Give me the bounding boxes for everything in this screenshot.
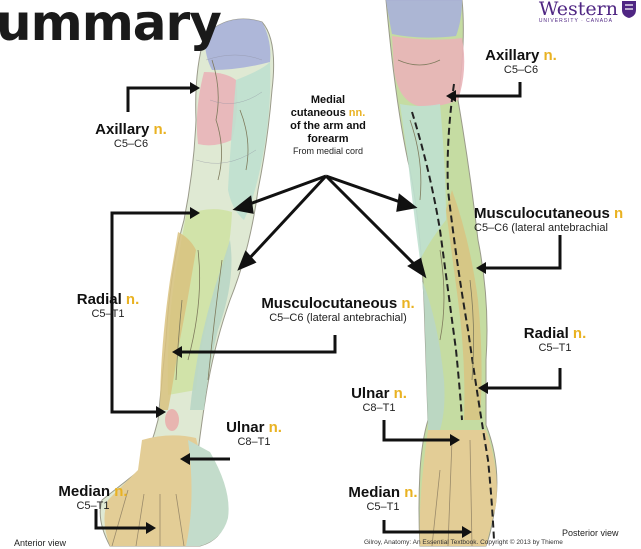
arrowheads bbox=[146, 82, 488, 538]
medial-nn: nn. bbox=[348, 107, 366, 119]
musculo-left-roots: C5–C6 (lateral antebrachial) bbox=[269, 312, 407, 324]
medial-line4: forearm bbox=[307, 133, 349, 145]
medial-line1: Medial bbox=[310, 94, 346, 106]
western-logo: Western UNIVERSITY · CANADA bbox=[539, 0, 637, 24]
axillary-right-n: n. bbox=[543, 47, 557, 64]
axillary-right-roots: C5–C6 bbox=[503, 64, 539, 76]
posterior-hand-region bbox=[419, 430, 497, 546]
ulnar-right-n: n. bbox=[393, 385, 407, 402]
medial-arrows bbox=[232, 174, 427, 279]
musculo-left-name: Musculocutaneous bbox=[261, 295, 398, 312]
pointer-musculo-left bbox=[178, 335, 337, 354]
pointer-radial-right bbox=[484, 368, 562, 390]
musculo-right-n: n bbox=[614, 206, 624, 222]
radial-right-n: n. bbox=[572, 325, 587, 342]
median-right-roots: C5–T1 bbox=[366, 501, 400, 513]
median-right-name: Median bbox=[348, 484, 401, 501]
pointer-median-right bbox=[382, 520, 466, 534]
ulnar-right-name: Ulnar bbox=[351, 385, 390, 402]
label-musculo-right: Musculocutaneous n C5–C6 (lateral antebr… bbox=[474, 206, 641, 235]
posterior-view-label: Posterior view bbox=[562, 528, 619, 538]
ulnar-left-name: Ulnar bbox=[226, 419, 265, 436]
label-musculo-left: Musculocutaneous n. C5–C6 (lateral anteb… bbox=[246, 296, 430, 325]
pointer-axillary-right bbox=[452, 82, 522, 98]
label-medial-cutaneous: Medial cutaneous nn. of the arm and fore… bbox=[280, 94, 376, 156]
median-left-name: Median bbox=[58, 483, 111, 500]
pointer-axillary-left bbox=[126, 86, 194, 112]
axillary-right-name: Axillary bbox=[485, 47, 540, 64]
axillary-left-n: n. bbox=[153, 121, 167, 138]
label-axillary-right: Axillary n. C5–C6 bbox=[476, 48, 566, 77]
ulnar-left-roots: C8–T1 bbox=[237, 436, 271, 448]
shield-icon bbox=[622, 1, 636, 18]
anterior-view-label: Anterior view bbox=[14, 538, 67, 548]
pointer-lines bbox=[94, 82, 562, 534]
radial-right-roots: C5–T1 bbox=[538, 342, 572, 354]
anterior-hand-ulnar-region bbox=[186, 440, 229, 546]
label-axillary-left: Axillary n. C5–C6 bbox=[86, 122, 176, 151]
label-ulnar-left: Ulnar n. C8–T1 bbox=[214, 420, 294, 449]
page-title: ummary bbox=[0, 0, 222, 52]
musculo-right-roots: C5–C6 (lateral antebrachial bbox=[474, 222, 608, 234]
anterior-medial-region bbox=[228, 62, 271, 220]
median-right-n: n. bbox=[404, 484, 418, 501]
musculo-right-name: Musculocutaneous bbox=[474, 206, 610, 222]
label-median-right: Median n. C5–T1 bbox=[340, 485, 426, 514]
logo-subtitle: UNIVERSITY · CANADA bbox=[538, 18, 614, 24]
ulnar-right-roots: C8–T1 bbox=[362, 402, 396, 414]
anterior-median-region bbox=[104, 435, 204, 546]
pointer-median-left bbox=[94, 509, 150, 530]
label-ulnar-right: Ulnar n. C8–T1 bbox=[344, 386, 414, 415]
medial-sub: From medial cord bbox=[292, 146, 364, 156]
radial-left-n: n. bbox=[125, 291, 140, 308]
anterior-ulnar-region bbox=[190, 240, 232, 410]
ulnar-left-n: n. bbox=[268, 419, 282, 436]
posterior-arm bbox=[385, 0, 498, 547]
anterior-arm bbox=[99, 18, 275, 547]
pointer-radial-left bbox=[110, 211, 194, 414]
logo-wordmark: Western bbox=[538, 0, 618, 20]
medial-line3: of the arm and bbox=[290, 120, 366, 132]
label-radial-right: Radial n. C5–T1 bbox=[510, 326, 600, 355]
radial-right-name: Radial bbox=[523, 325, 569, 342]
axillary-left-name: Axillary bbox=[95, 121, 150, 138]
pointer-ulnar-right bbox=[382, 420, 454, 442]
label-radial-left: Radial n. C5–T1 bbox=[68, 292, 148, 321]
pointer-musculo-right bbox=[482, 235, 562, 270]
anterior-radial-region bbox=[160, 232, 196, 410]
anterior-axillary-region bbox=[196, 72, 238, 146]
axillary-left-roots: C5–C6 bbox=[113, 138, 149, 150]
radial-left-name: Radial bbox=[76, 291, 122, 308]
median-left-n: n. bbox=[114, 483, 128, 500]
musculo-left-n: n. bbox=[401, 295, 415, 312]
medial-line2: cutaneous bbox=[290, 107, 346, 119]
image-credit: Gilroy, Anatomy: An Essential Textbook. … bbox=[364, 539, 563, 546]
posterior-axillary-region bbox=[392, 36, 465, 107]
radial-left-roots: C5–T1 bbox=[91, 308, 125, 320]
label-median-left: Median n. C5–T1 bbox=[48, 484, 138, 513]
median-left-roots: C5–T1 bbox=[76, 500, 110, 512]
